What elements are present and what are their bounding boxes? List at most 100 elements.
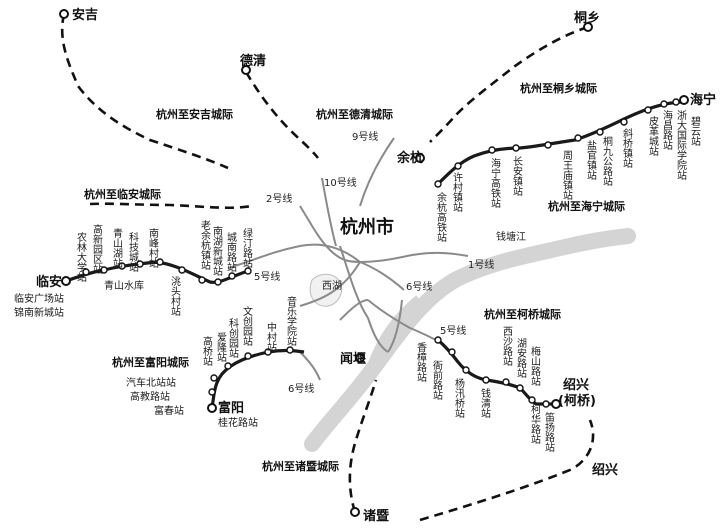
- metro-label-5b: 5号线: [440, 324, 466, 337]
- dot: [210, 374, 218, 382]
- metro-line-9: [359, 137, 395, 207]
- station-dots: [82, 98, 680, 408]
- station-tongjiu-road: 桐九公路站: [601, 135, 613, 187]
- station-keqiao-hsr: 柯华路站: [529, 403, 541, 445]
- city-dot: [355, 353, 365, 363]
- city-dot: [679, 95, 689, 105]
- dot: [660, 100, 668, 108]
- station-qingshanhu: 青山湖站: [111, 227, 123, 269]
- station-nonglin-univ: 农林大学站: [75, 231, 87, 283]
- dashed-shaoxing: [419, 419, 595, 522]
- dot: [264, 348, 272, 356]
- station-xisha-road: 西沙路站: [501, 326, 513, 367]
- metro-label-1: 1号线: [468, 258, 494, 271]
- station-kexue: 科创园站: [227, 317, 239, 359]
- dot: [448, 348, 456, 356]
- dot: [528, 396, 536, 404]
- city-dot: [207, 403, 217, 413]
- station-yangxun-bridge: 杨汛桥站: [453, 377, 465, 419]
- station-xieqiao: 斜桥镇站: [621, 127, 633, 169]
- station-chengnan-road: 城南路站: [225, 232, 237, 273]
- station-linan-square: 临安广场站: [14, 292, 64, 305]
- metro-line-2: [299, 205, 361, 263]
- station-haining-hsr: 海宁高铁站: [489, 157, 501, 209]
- station-yinle: 音乐学院站: [285, 295, 297, 347]
- station-yanguan: 盐官镇站: [585, 139, 597, 181]
- dot: [156, 258, 164, 266]
- title-deqing: 杭州至德清城际: [316, 107, 393, 121]
- dot: [544, 141, 552, 149]
- metro-line-1: [359, 251, 469, 263]
- city-dot: [350, 507, 360, 517]
- dot: [644, 106, 652, 114]
- metro-label-6b: 6号线: [288, 382, 314, 395]
- metro-line-6a: [359, 261, 405, 291]
- station-qianqing: 钱清站: [479, 387, 491, 419]
- station-jieqian-road: 衙前路站: [431, 359, 443, 401]
- station-nanhu-xincheng: 南湖新城站: [211, 225, 223, 277]
- metro-line-center-d: [387, 299, 403, 353]
- city-dot: [61, 276, 71, 286]
- city-markers: [59, 9, 689, 517]
- title-tongxiang: 杭州至桐乡城际: [520, 81, 597, 95]
- station-nanfeng: 南峰村站: [147, 227, 159, 269]
- dot: [512, 144, 520, 152]
- dashed-zhuji: [348, 379, 378, 513]
- title-linan: 杭州至临安城际: [84, 187, 161, 201]
- dot: [228, 272, 236, 280]
- station-zheda-intl: 浙大国际学院站: [675, 110, 687, 181]
- dot: [198, 276, 206, 284]
- dot: [434, 336, 442, 344]
- city-yuhang: 余杭: [396, 150, 423, 166]
- station-piqie: 皮革城站: [647, 115, 659, 157]
- dot: [482, 376, 490, 384]
- metro-label-2: 2号线: [266, 192, 292, 205]
- station-shenshan-road: 梅山路站: [529, 345, 541, 387]
- title-keqiao: 杭州至柯桥城际: [484, 307, 561, 321]
- city-wenyan: 闻堰: [340, 351, 366, 367]
- title-zhuji: 杭州至诸暨城际: [262, 459, 339, 473]
- station-fuchun: 富春站: [154, 404, 184, 417]
- station-lvding-road: 绿汀路站: [241, 227, 253, 269]
- dot: [224, 362, 232, 370]
- title-anji: 杭州至安吉城际: [156, 107, 233, 121]
- city-tongxiang: 桐乡: [574, 10, 600, 26]
- dot: [620, 118, 628, 126]
- dot: [208, 388, 216, 396]
- metro-label-9: 9号线: [352, 130, 378, 143]
- station-qiche-north: 汽车北站站: [126, 376, 176, 389]
- metro-label-10: 10号线: [324, 176, 357, 189]
- station-laoyuhang: 老余杭镇站: [199, 219, 211, 271]
- dot: [286, 346, 294, 354]
- city-dot: [59, 9, 69, 19]
- dot: [462, 366, 470, 374]
- west-lake: [309, 273, 343, 307]
- station-zhongcun: 中村站: [265, 321, 277, 353]
- station-keji-city: 科技城站: [127, 231, 139, 273]
- station-zhouwangmiao: 周王庙镇站: [561, 150, 573, 201]
- station-changan: 长安镇站: [511, 156, 523, 197]
- station-yuhang-hsr: 余杭高铁站: [435, 191, 447, 243]
- metro-line-center-c: [339, 299, 369, 321]
- title-haining: 杭州至海宁城际: [548, 199, 625, 213]
- metro-line-center-a: [339, 245, 389, 353]
- city-dot: [551, 399, 561, 409]
- dot: [596, 128, 604, 136]
- station-xiangshu-road: 香樟路站: [415, 342, 427, 383]
- qiantang-river: [304, 228, 636, 452]
- station-jinnan-xincheng: 锦南新城站: [14, 306, 64, 319]
- city-zhuji: 诸暨: [363, 508, 389, 524]
- station-haichang: 海昌路站: [661, 109, 673, 151]
- station-zhuyang-road: 笛扬路站: [543, 411, 555, 453]
- metro-lines: [227, 137, 469, 381]
- city-shaoxing: 绍兴: [592, 462, 618, 478]
- metro-label-5a: 5号线: [254, 270, 280, 283]
- dashed-lines: [60, 13, 595, 522]
- station-huan-road: 湖安路站: [515, 338, 527, 379]
- metro-line-6b: [299, 351, 321, 381]
- city-fuyang: 富阳: [218, 400, 244, 416]
- dashed-linan-north: [89, 202, 253, 210]
- city-deqing: 德清: [240, 53, 266, 69]
- dot: [244, 267, 252, 275]
